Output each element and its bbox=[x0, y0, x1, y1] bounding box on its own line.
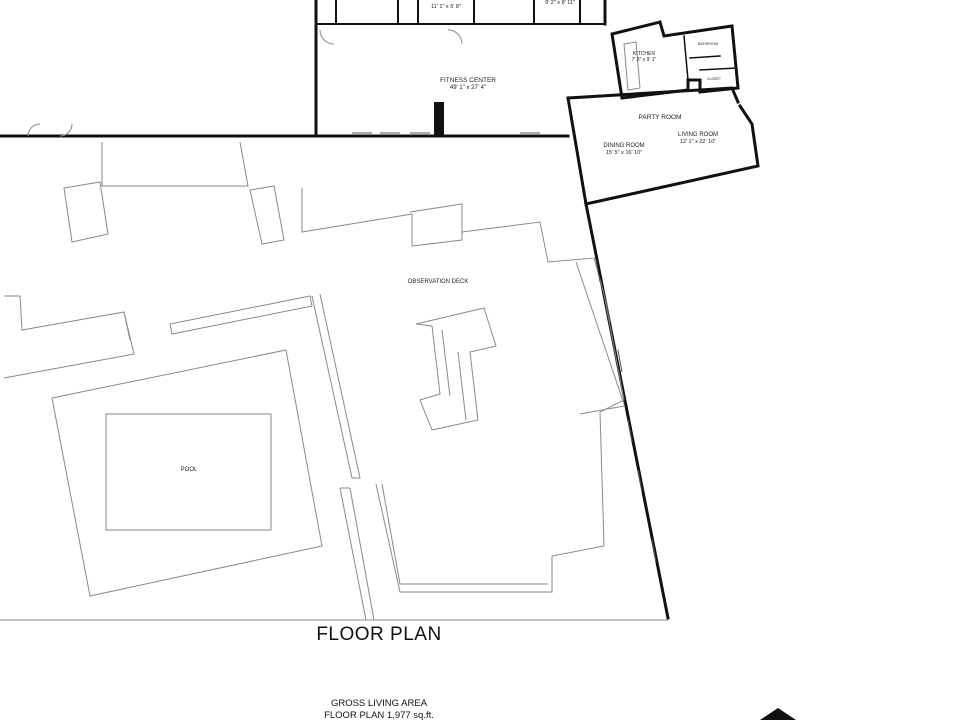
observation-deck-label: OBSERVATION DECK bbox=[408, 279, 469, 285]
room-b-dims: 9' 2" x 8' 11" bbox=[545, 0, 575, 6]
bathroom-label: BATHROOM bbox=[698, 42, 718, 46]
living-room-label: LIVING ROOM bbox=[678, 132, 718, 138]
closet-label: CLOSET bbox=[707, 77, 722, 81]
pool-label: POOL bbox=[181, 467, 198, 473]
plan-title: FLOOR PLAN bbox=[316, 624, 442, 645]
dining-room-dims: 15' 5" x 16' 10" bbox=[606, 150, 642, 156]
exterior-walls bbox=[0, 0, 760, 620]
party-room-label: PARTY ROOM bbox=[639, 114, 682, 121]
window-marks bbox=[352, 132, 657, 563]
room-a-dims: 11' 1" x 6' 8" bbox=[431, 4, 461, 10]
kitchen-label: KITCHEN bbox=[633, 51, 655, 57]
living-room-dims: 12' 1" x 22' 10" bbox=[680, 139, 716, 145]
fitness-center-dims: 49' 1" x 27' 4" bbox=[450, 85, 486, 91]
dining-room-label: DINING ROOM bbox=[603, 143, 644, 149]
kitchen-dims: 7' 3" x 9' 1" bbox=[632, 57, 657, 63]
interior-outlines bbox=[0, 29, 668, 621]
logo-house-icon bbox=[760, 708, 796, 720]
structural-column bbox=[434, 102, 444, 136]
fitness-center-label: FITNESS CENTER bbox=[440, 77, 496, 84]
gross-living-area-label: GROSS LIVING AREA bbox=[330, 698, 428, 709]
room-labels: 11' 1" x 6' 8" 9' 2" x 8' 11" FITNESS CE… bbox=[181, 0, 722, 473]
gross-living-area-value: FLOOR PLAN 1,977 sq.ft. bbox=[324, 710, 434, 721]
